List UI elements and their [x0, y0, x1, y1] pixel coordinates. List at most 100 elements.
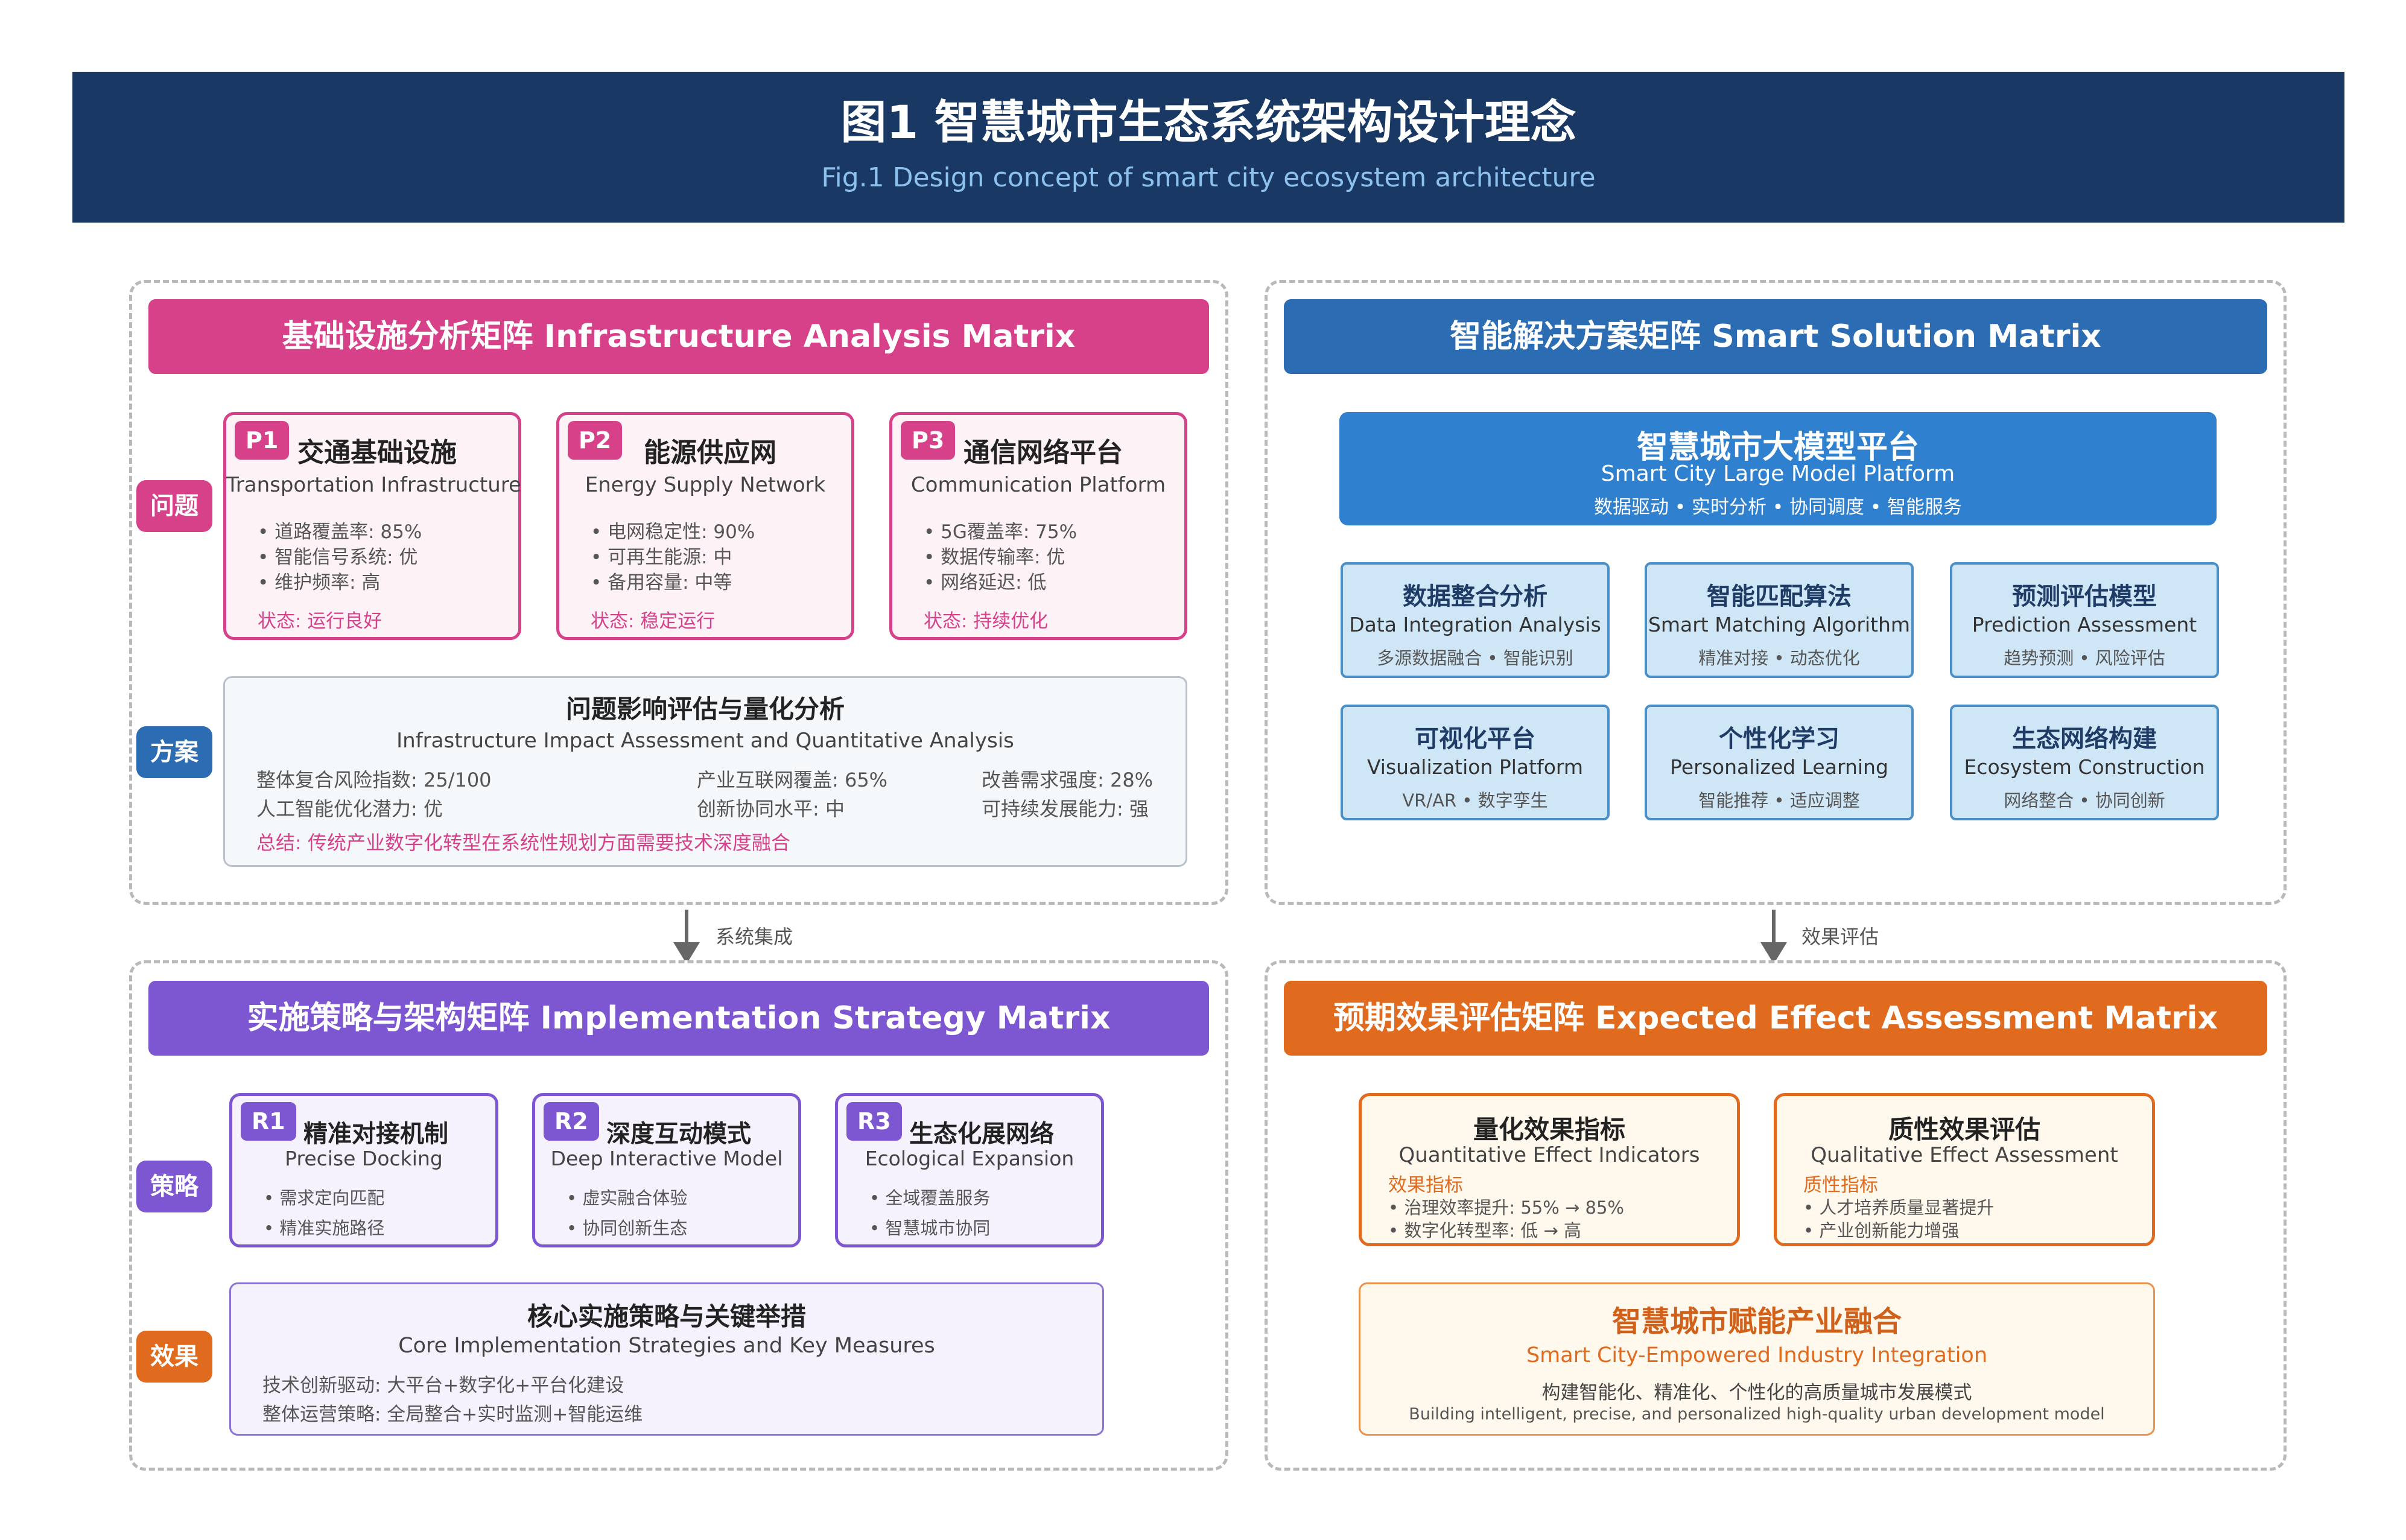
- solution-label: 方案: [136, 726, 212, 778]
- module-desc: 网络整合 • 协同创新: [2004, 790, 2165, 811]
- qual-title: 质性效果评估: [1888, 1115, 2040, 1144]
- card-tag: R3: [846, 1102, 902, 1141]
- card-line: • 全域覆盖服务: [869, 1188, 991, 1208]
- core-subtitle: Core Implementation Strategies and Key M…: [398, 1334, 935, 1358]
- smart-heading: 智能解决方案矩阵 Smart Solution Matrix: [1284, 299, 2267, 374]
- quant-subtitle: Quantitative Effect Indicators: [1398, 1143, 1700, 1167]
- core-line: 整体运营策略: 全局整合+实时监测+智能运维: [262, 1404, 643, 1425]
- module-ecosystem: 生态网络构建 Ecosystem Construction 网络整合 • 协同创…: [1950, 705, 2219, 820]
- quant-label: 效果指标: [1388, 1174, 1463, 1196]
- card-line: • 可再生能源: 中: [591, 547, 732, 568]
- problem-card-p2: P2 能源供应网 Energy Supply Network • 电网稳定性: …: [556, 412, 854, 640]
- card-title: 交通基础设施: [297, 437, 457, 468]
- assessment-title: 问题影响评估与量化分析: [565, 694, 845, 724]
- module-smart-matching: 智能匹配算法 Smart Matching Algorithm 精准对接 • 动…: [1645, 562, 1914, 678]
- module-subtitle: Ecosystem Construction: [1964, 755, 2205, 779]
- figure-header: 图1 智慧城市生态系统架构设计理念 Fig.1 Design concept o…: [72, 72, 2344, 223]
- assessment-summary: 总结: 传统产业数字化转型在系统性规划方面需要技术深度融合: [256, 831, 790, 854]
- card-line: • 协同创新生态: [567, 1218, 688, 1238]
- module-title: 可视化平台: [1415, 725, 1535, 753]
- problem-card-p1: P1 交通基础设施 Transportation Infrastructure …: [223, 412, 521, 640]
- strategy-label: 策略: [136, 1161, 212, 1212]
- assessment-item: 产业互联网覆盖: 65%: [697, 768, 888, 791]
- core-line: 技术创新驱动: 大平台+数字化+平台化建设: [262, 1375, 624, 1396]
- figure-title: 图1 智慧城市生态系统架构设计理念: [840, 95, 1576, 149]
- assessment-item: 可持续发展能力: 强: [982, 797, 1149, 820]
- module-title: 预测评估模型: [2012, 583, 2157, 610]
- card-line: • 需求定向匹配: [264, 1188, 385, 1208]
- module-title: 数据整合分析: [1403, 583, 1547, 610]
- module-subtitle: Personalized Learning: [1670, 755, 1888, 779]
- module-title: 智能匹配算法: [1707, 583, 1852, 610]
- impact-assessment-box: 问题影响评估与量化分析 Infrastructure Impact Assess…: [223, 676, 1187, 867]
- card-tag: P3: [901, 421, 956, 460]
- large-model-platform: 智慧城市大模型平台 Smart City Large Model Platfor…: [1339, 412, 2217, 525]
- card-subtitle: Communication Platform: [910, 473, 1166, 497]
- module-subtitle: Smart Matching Algorithm: [1648, 613, 1911, 636]
- industry-integration-box: 智慧城市赋能产业融合 Smart City-Empowered Industry…: [1359, 1282, 2155, 1436]
- card-title: 深度互动模式: [606, 1120, 751, 1148]
- card-tag: R2: [544, 1102, 599, 1141]
- core-title: 核心实施策略与关键举措: [527, 1302, 806, 1331]
- platform-tagline: 数据驱动 • 实时分析 • 协同调度 • 智能服务: [1594, 496, 1962, 518]
- assessment-item: 人工智能优化潜力: 优: [256, 797, 443, 820]
- arrow-right-shaft: [1772, 910, 1776, 945]
- qual-line: • 产业创新能力增强: [1803, 1220, 1960, 1241]
- assessment-item: 创新协同水平: 中: [697, 797, 845, 820]
- assessment-item: 整体复合风险指数: 25/100: [256, 768, 492, 791]
- card-line: • 智慧城市协同: [869, 1218, 991, 1238]
- platform-subtitle: Smart City Large Model Platform: [1601, 461, 1955, 486]
- module-desc: 趋势预测 • 风险评估: [2004, 648, 2165, 668]
- module-title: 个性化学习: [1719, 725, 1839, 753]
- quant-line: • 治理效率提升: 55% → 85%: [1388, 1197, 1624, 1218]
- arrow-left-label: 系统集成: [716, 925, 793, 948]
- fusion-subtitle: Smart City-Empowered Industry Integratio…: [1526, 1343, 1988, 1367]
- module-subtitle: Prediction Assessment: [1972, 613, 2197, 636]
- effect-label: 效果: [136, 1331, 212, 1383]
- card-line: • 5G覆盖率: 75%: [924, 521, 1078, 543]
- card-tag: R1: [241, 1102, 296, 1141]
- figure-subtitle: Fig.1 Design concept of smart city ecosy…: [821, 162, 1596, 193]
- module-personalized-learning: 个性化学习 Personalized Learning 智能推荐 • 适应调整: [1645, 705, 1914, 820]
- card-line: • 网络延迟: 低: [924, 572, 1047, 594]
- qualitative-assessment-card: 质性效果评估 Qualitative Effect Assessment 质性指…: [1774, 1093, 2155, 1246]
- card-line: • 道路覆盖率: 85%: [258, 521, 422, 543]
- module-data-integration: 数据整合分析 Data Integration Analysis 多源数据融合 …: [1341, 562, 1610, 678]
- card-line: • 电网稳定性: 90%: [591, 521, 755, 543]
- module-subtitle: Data Integration Analysis: [1349, 613, 1601, 636]
- quantitative-indicators-card: 量化效果指标 Quantitative Effect Indicators 效果…: [1359, 1093, 1740, 1246]
- card-title: 精准对接机制: [303, 1120, 448, 1148]
- module-desc: 智能推荐 • 适应调整: [1698, 790, 1860, 811]
- module-visualization: 可视化平台 Visualization Platform VR/AR • 数字孪…: [1341, 705, 1610, 820]
- card-title: 生态化展网络: [909, 1120, 1054, 1148]
- fusion-line-cn: 构建智能化、精准化、个性化的高质量城市发展模式: [1541, 1382, 1972, 1404]
- card-line: • 数据传输率: 优: [924, 547, 1065, 568]
- card-subtitle: Deep Interactive Model: [550, 1147, 783, 1170]
- strategy-card-r2: R2 深度互动模式 Deep Interactive Model • 虚实融合体…: [532, 1093, 801, 1247]
- strategy-card-r1: R1 精准对接机制 Precise Docking • 需求定向匹配 • 精准实…: [229, 1093, 498, 1247]
- assessment-item: 改善需求强度: 28%: [982, 768, 1154, 791]
- card-status: 状态: 持续优化: [924, 610, 1049, 632]
- platform-title: 智慧城市大模型平台: [1636, 429, 1919, 466]
- card-line: • 维护频率: 高: [258, 572, 381, 594]
- card-line: • 精准实施路径: [264, 1218, 385, 1238]
- module-subtitle: Visualization Platform: [1366, 755, 1584, 779]
- card-status: 状态: 运行良好: [258, 610, 382, 632]
- card-line: • 备用容量: 中等: [591, 572, 732, 594]
- impl-heading: 实施策略与架构矩阵 Implementation Strategy Matrix: [148, 981, 1209, 1056]
- quant-title: 量化效果指标: [1473, 1115, 1625, 1144]
- arrow-right-label: 效果评估: [1801, 925, 1879, 948]
- card-status: 状态: 稳定运行: [591, 610, 716, 632]
- qual-label: 质性指标: [1803, 1174, 1878, 1196]
- problem-label: 问题: [136, 480, 212, 532]
- module-prediction: 预测评估模型 Prediction Assessment 趋势预测 • 风险评估: [1950, 562, 2219, 678]
- card-tag: P1: [235, 421, 290, 460]
- qual-subtitle: Qualitative Effect Assessment: [1811, 1143, 2118, 1167]
- card-tag: P2: [568, 421, 623, 460]
- infra-heading: 基础设施分析矩阵 Infrastructure Analysis Matrix: [148, 299, 1209, 374]
- qual-line: • 人才培养质量显著提升: [1803, 1197, 1995, 1218]
- module-desc: VR/AR • 数字孪生: [1402, 790, 1548, 811]
- fusion-line-en: Building intelligent, precise, and perso…: [1409, 1405, 2105, 1424]
- card-subtitle: Precise Docking: [285, 1147, 443, 1170]
- card-line: • 虚实融合体验: [567, 1188, 688, 1208]
